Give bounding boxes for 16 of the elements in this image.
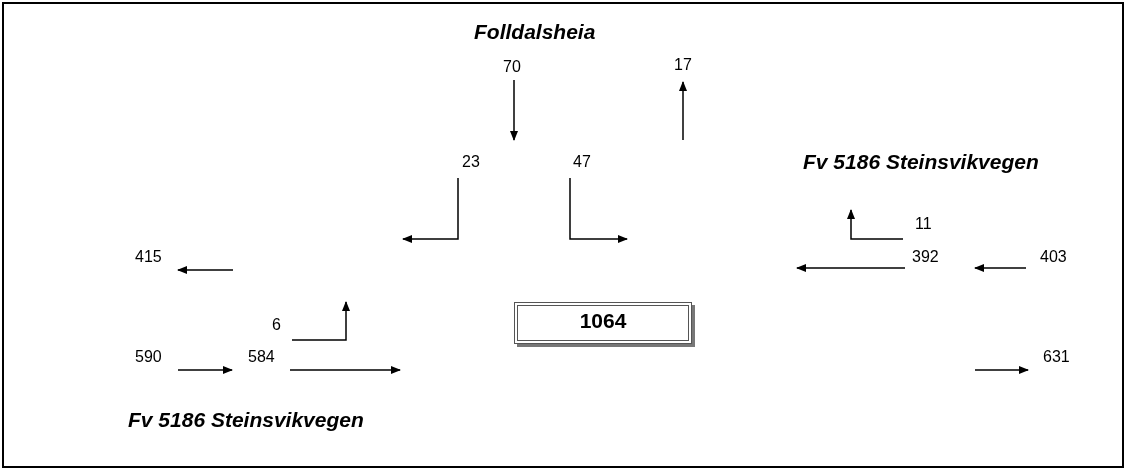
traffic-count: 415 bbox=[135, 248, 162, 266]
traffic-count: 70 bbox=[503, 58, 521, 76]
traffic-count: 6 bbox=[272, 316, 281, 334]
traffic-count: 17 bbox=[674, 56, 692, 74]
road-name: Fv 5186 Steinsvikvegen bbox=[128, 408, 364, 432]
traffic-count: 47 bbox=[573, 153, 591, 171]
traffic-count: 590 bbox=[135, 348, 162, 366]
traffic-count: 392 bbox=[912, 248, 939, 266]
road-name: Folldalsheia bbox=[474, 20, 596, 44]
traffic-count: 631 bbox=[1043, 348, 1070, 366]
traffic-count: 584 bbox=[248, 348, 275, 366]
traffic-count: 23 bbox=[462, 153, 480, 171]
traffic-count: 403 bbox=[1040, 248, 1067, 266]
traffic-count: 11 bbox=[915, 215, 932, 233]
total-count-box: 1064 bbox=[514, 302, 692, 344]
road-name: Fv 5186 Steinsvikvegen bbox=[803, 150, 1039, 174]
